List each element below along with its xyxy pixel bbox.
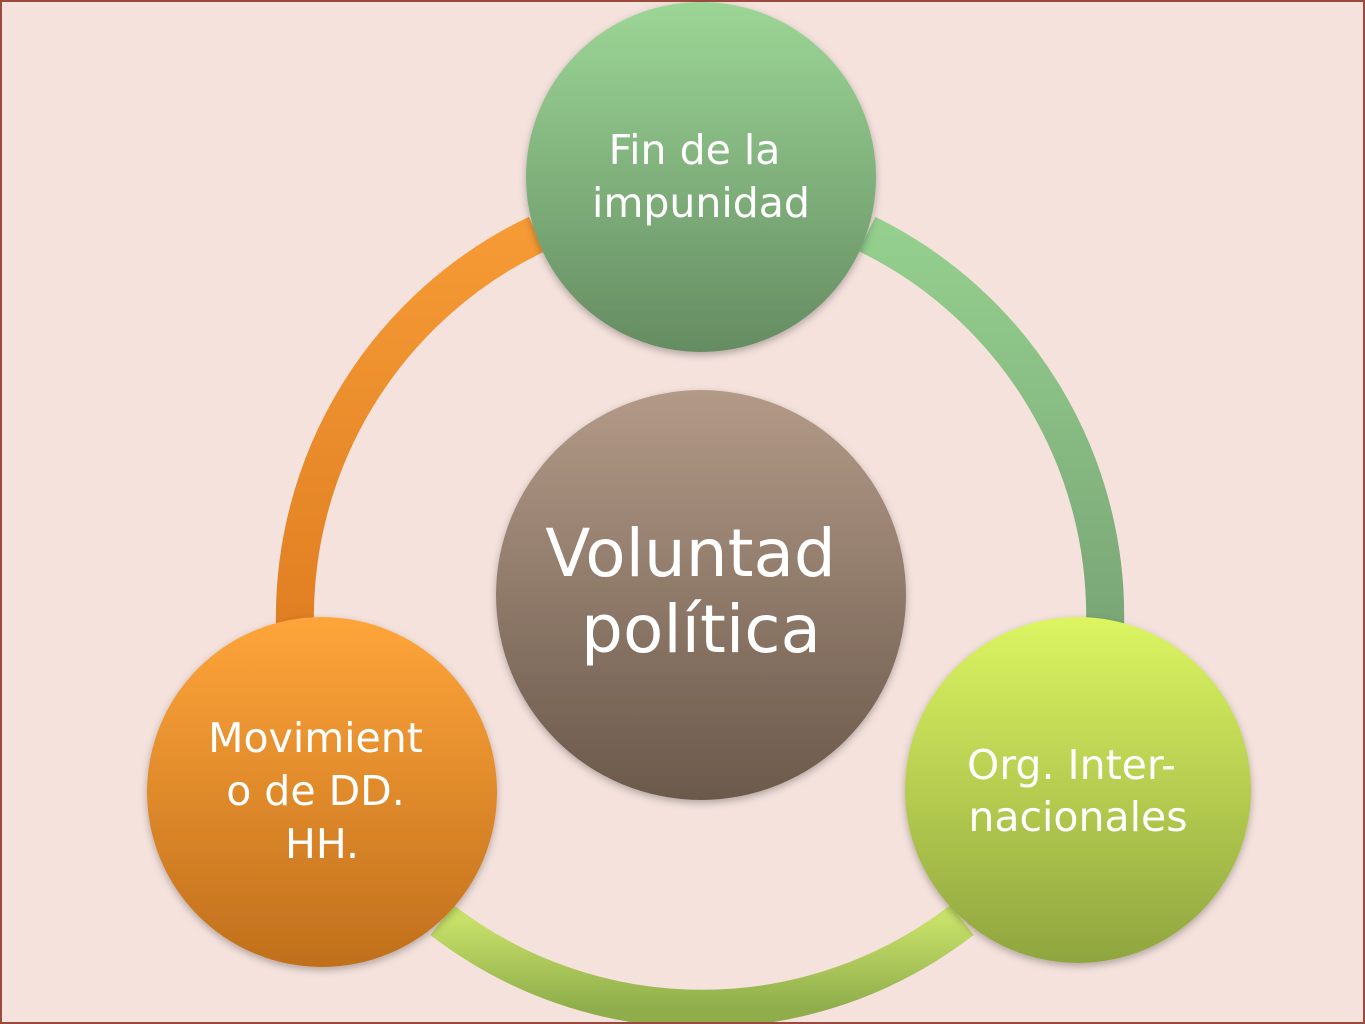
ring-arc-bottom	[430, 904, 974, 1022]
center-node	[496, 390, 906, 800]
node-org-internacionales-label: Org. Inter- nacionales	[967, 741, 1189, 841]
center-label-line: política	[581, 591, 821, 668]
ring-arc-right	[858, 216, 1125, 629]
node-label-line: Fin de la	[609, 126, 781, 174]
node-movimiento-ddhh	[147, 617, 497, 967]
center-label-line: Voluntad	[545, 515, 836, 592]
center-label: Voluntad política	[545, 515, 857, 668]
ring-arc-left	[275, 216, 546, 629]
node-label-line: Org. Inter-	[967, 741, 1176, 789]
node-label-line: nacionales	[968, 793, 1187, 841]
node-fin-impunidad-label: Fin de la impunidad	[592, 126, 810, 227]
node-movimiento-ddhh-label: Movimient o de DD. HH.	[208, 714, 436, 868]
node-org-internacionales	[905, 617, 1251, 963]
node-label-line: o de DD.	[226, 767, 405, 815]
node-label-line: Movimient	[208, 714, 423, 762]
node-label-line: impunidad	[592, 179, 810, 227]
node-label-line: HH.	[285, 820, 359, 868]
node-fin-impunidad	[526, 2, 876, 352]
